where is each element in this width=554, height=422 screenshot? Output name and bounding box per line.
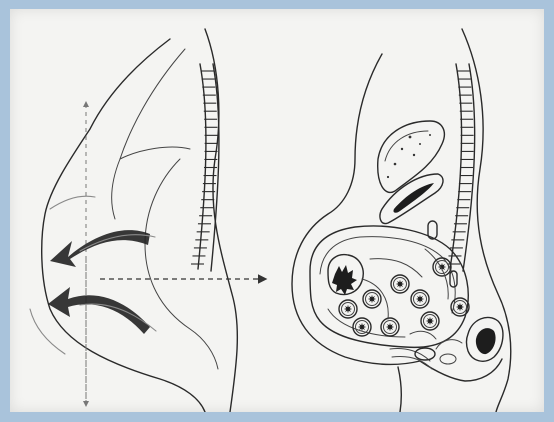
- small-organ: [353, 318, 371, 336]
- curved-arrow-upper: [50, 230, 155, 267]
- small-organ-group: [339, 258, 469, 336]
- small-organ: [391, 275, 409, 293]
- figure-paper: [10, 9, 544, 412]
- faint-contour-left: [30, 309, 65, 354]
- lower-right-organ: [467, 317, 503, 361]
- spine-left: [191, 64, 219, 271]
- torso-front-outline: [42, 39, 205, 412]
- faint-contour-top: [50, 196, 95, 209]
- spine-right: [447, 64, 475, 271]
- curved-arrow-lower: [48, 287, 156, 334]
- cross-section-neck: [398, 367, 401, 412]
- small-organ: [421, 312, 439, 330]
- inner-contour-upper: [112, 49, 185, 219]
- torso-back-outline: [205, 29, 237, 412]
- inner-contour-lower: [145, 159, 218, 369]
- small-organ: [339, 300, 357, 318]
- left-panel: [30, 29, 265, 412]
- lower-left-organ: [328, 255, 363, 295]
- small-organ: [433, 258, 451, 276]
- inner-contour-mid: [120, 147, 190, 159]
- right-panel: [292, 29, 511, 412]
- small-organ: [451, 298, 469, 316]
- small-organ: [411, 290, 429, 308]
- elongated-organ: [380, 174, 443, 224]
- connecting-tube-2: [370, 259, 422, 277]
- small-organ: [381, 318, 399, 336]
- small-organ: [363, 290, 381, 308]
- anatomy-diagram: [10, 9, 544, 412]
- cavity-outline: [310, 226, 468, 347]
